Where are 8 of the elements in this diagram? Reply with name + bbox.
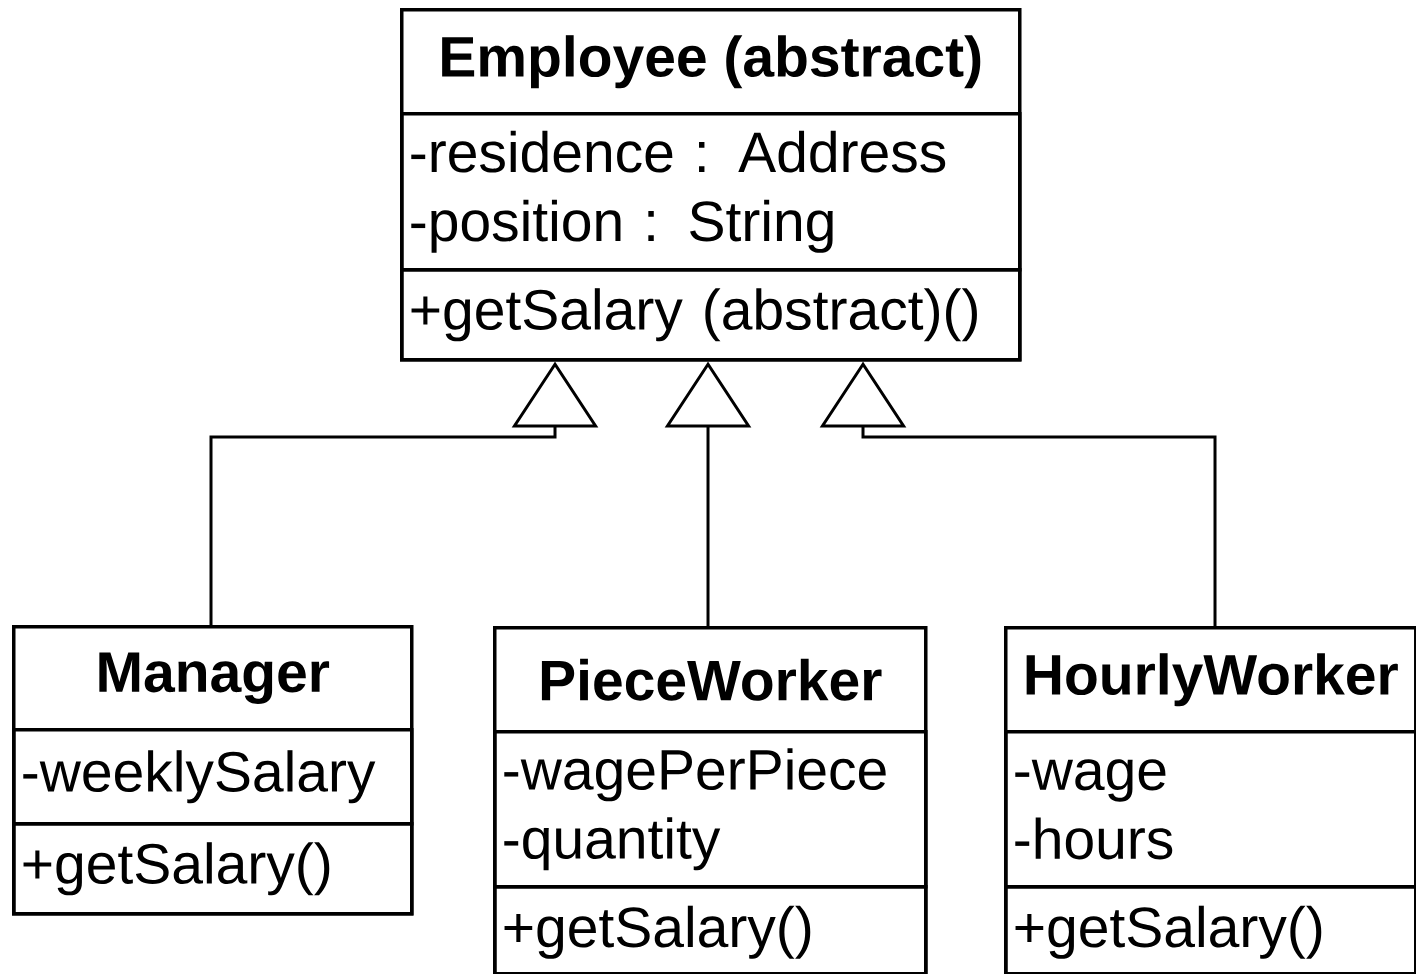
compartment: -wagePerPiece -quantity xyxy=(493,730,928,889)
compartment: -weeklySalary xyxy=(12,728,414,826)
compartment: +getSalary (abstract)() xyxy=(400,268,1022,362)
compartment: +getSalary() xyxy=(12,822,414,916)
compartment: -wage -hours xyxy=(1004,730,1416,889)
compartment: -residence : Address -position : String xyxy=(400,112,1022,272)
compartment: +getSalary() xyxy=(1004,885,1416,974)
compartment: +getSalary() xyxy=(493,885,928,974)
